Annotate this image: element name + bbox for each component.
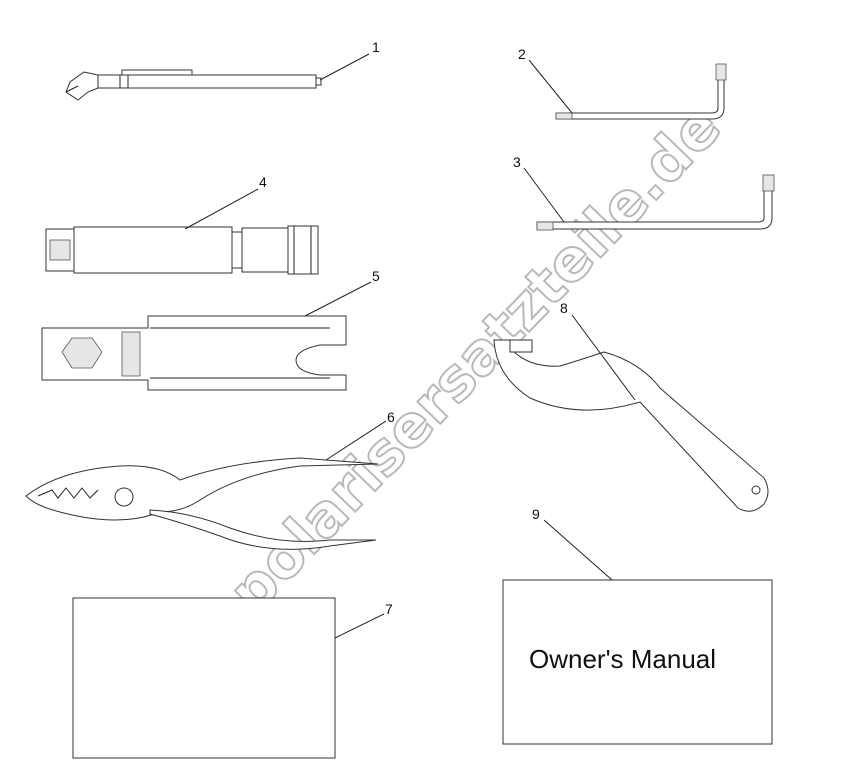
leader-lines — [184, 53, 636, 639]
callout-4: 4 — [259, 174, 267, 190]
part-4-socket-wrench — [45, 225, 319, 275]
part-9-owners-manual — [502, 579, 773, 745]
callout-6: 6 — [387, 409, 395, 425]
callout-5: 5 — [372, 268, 380, 284]
part-6-pliers — [25, 457, 379, 550]
callout-8: 8 — [560, 300, 568, 316]
callout-3: 3 — [513, 154, 521, 170]
callout-9: 9 — [532, 506, 540, 522]
part-2-hex-key-small — [555, 63, 727, 120]
part-7-document — [72, 597, 336, 759]
callout-2: 2 — [518, 46, 526, 62]
part-8-spanner-wrench — [493, 339, 769, 512]
callout-7: 7 — [385, 601, 393, 617]
owners-manual-label: Owner's Manual — [529, 644, 716, 674]
part-5-handle-tool — [41, 315, 347, 391]
part-1-pressure-gauge — [65, 69, 322, 101]
callout-1: 1 — [372, 39, 380, 55]
part-3-hex-key-large — [536, 174, 775, 231]
